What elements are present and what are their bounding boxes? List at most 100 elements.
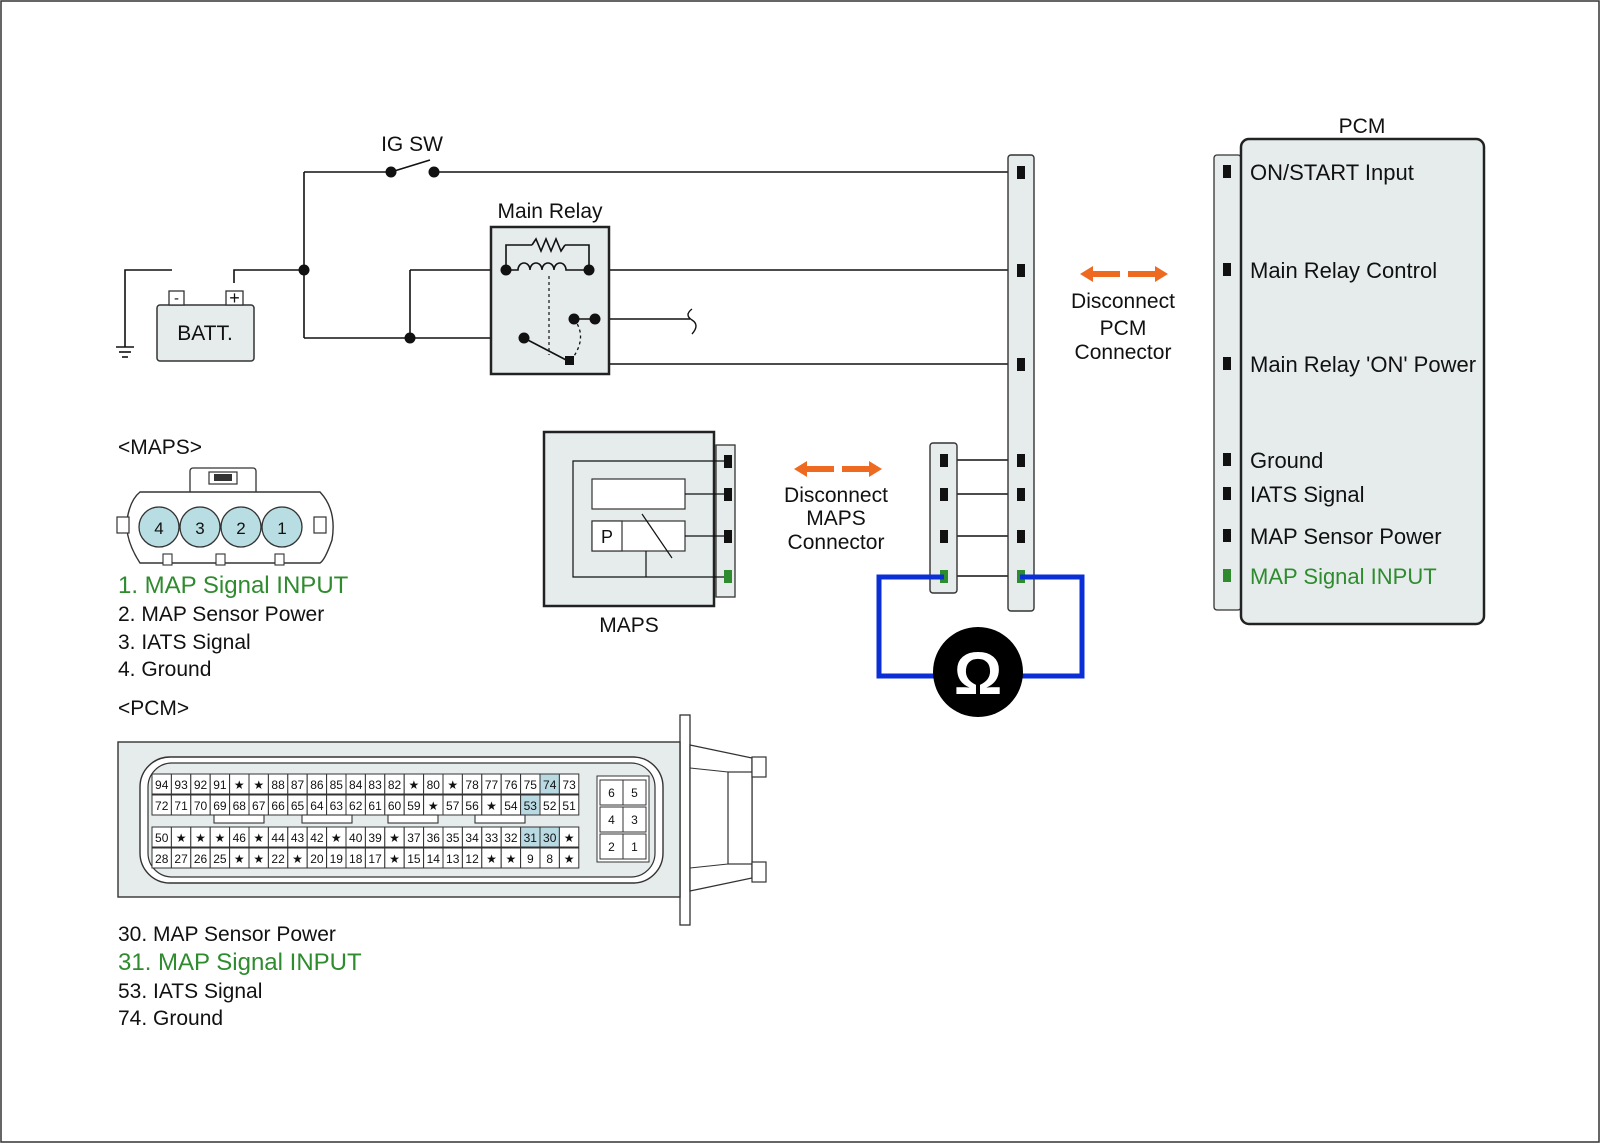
pcm-terminal-number: ★ (389, 831, 400, 845)
battery-plus: + (229, 288, 240, 308)
pcm-terminal-number: ★ (564, 852, 575, 866)
pcm-terminal-number: ★ (253, 778, 264, 792)
pcm-terminal-number: 43 (291, 831, 305, 845)
pcm-terminal-number: ★ (409, 778, 420, 792)
pcm-terminal-number: 46 (233, 831, 247, 845)
pcm-terminal-number: 93 (174, 778, 188, 792)
pcm-terminal-number: 18 (349, 852, 363, 866)
pcm-terminal-cell (558, 794, 580, 816)
maps-pin (261, 506, 303, 548)
pcm-terminal-number: 85 (330, 778, 344, 792)
pcm-terminal-number: 72 (155, 799, 169, 813)
maps-pin-description: 3. IATS Signal (118, 631, 251, 654)
pcm-terminal-number: 27 (174, 852, 188, 866)
pcm-aux-cell (622, 833, 647, 860)
pcm-terminal-number: ★ (234, 852, 245, 866)
pcm-terminal-number: 12 (465, 852, 479, 866)
pcm-terminal-cell (558, 773, 580, 795)
pcm-terminal-number: 77 (485, 778, 499, 792)
maps-connector-title: <MAPS> (118, 436, 202, 459)
pcm-terminal-number: 42 (310, 831, 324, 845)
pcm-terminal-number: ★ (195, 831, 206, 845)
ohmmeter: Ω (876, 574, 1085, 717)
svg-text:Connector: Connector (1075, 341, 1172, 364)
pcm-terminal-number: 76 (504, 778, 518, 792)
junction-dots (298, 166, 440, 344)
pcm-pin-label: Main Relay 'ON' Power (1250, 352, 1476, 377)
pcm-terminal-number: 8 (546, 852, 553, 866)
pcm-terminal-number: 67 (252, 799, 266, 813)
pcm-terminal-number: 70 (194, 799, 208, 813)
pcm-aux-number: 3 (631, 813, 638, 827)
pcm-terminal-cell (558, 826, 580, 848)
pcm-terminal-number: 40 (349, 831, 363, 845)
battery: - + BATT. (156, 288, 255, 362)
pcm-terminal-cell (558, 847, 580, 869)
pcm-terminal-number: 14 (427, 852, 441, 866)
maps-harness-connector (929, 442, 958, 594)
main-relay-label: Main Relay (497, 200, 603, 223)
pcm-terminal-number: 91 (213, 778, 227, 792)
pcm-terminal-number: 19 (330, 852, 344, 866)
ig-switch-label: IG SW (381, 133, 443, 156)
pcm-terminal-number: 69 (213, 799, 227, 813)
pcm-terminal-number: 68 (233, 799, 247, 813)
pcm-terminal-number: ★ (234, 778, 245, 792)
pcm-pin-terminal (1223, 453, 1231, 466)
battery-label: BATT. (177, 322, 233, 345)
pcm-terminal-number: 57 (446, 799, 460, 813)
maps-pin-number: 4 (154, 519, 163, 538)
pcm-pin-terminal (1223, 357, 1231, 370)
pcm-terminal-number: 56 (465, 799, 479, 813)
pcm-terminal-number: 53 (524, 799, 538, 813)
pcm-terminal-number: 13 (446, 852, 460, 866)
svg-text:MAPS: MAPS (806, 507, 866, 530)
main-relay: Main Relay (489, 200, 611, 376)
pcm-terminal-number: 83 (368, 778, 382, 792)
meter-lead-right (1020, 574, 1085, 679)
pcm-pin-label: Ground (1250, 448, 1323, 473)
pcm-terminal-number: 31 (524, 831, 538, 845)
pcm-pin-description: 53. IATS Signal (118, 980, 262, 1003)
disconnect-pcm-arrow-icon (1080, 266, 1168, 282)
pcm-pin-terminal (1223, 165, 1231, 178)
pcm-terminal-number: 52 (543, 799, 557, 813)
maps-pin-description: 2. MAP Sensor Power (118, 603, 324, 626)
pcm-terminal-number: 86 (310, 778, 324, 792)
pcm-terminal-number: 59 (407, 799, 421, 813)
pcm-label: PCM (1339, 115, 1386, 138)
pcm-terminal-number: ★ (292, 852, 303, 866)
pcm-aux-number: 2 (608, 840, 615, 854)
pcm-terminal-number: ★ (447, 778, 458, 792)
svg-text:PCM: PCM (1100, 317, 1147, 340)
maps-label: MAPS (599, 614, 659, 637)
pcm-terminal-number: 92 (194, 778, 208, 792)
wiring (116, 159, 1020, 577)
ohm-symbol: Ω (954, 640, 1002, 707)
pcm-terminal-number: 94 (155, 778, 169, 792)
disconnect-maps-label: Disconnect MAPS Connector (784, 484, 888, 554)
svg-text:Disconnect: Disconnect (1071, 290, 1175, 313)
pcm-pin-label: ON/START Input (1250, 160, 1414, 185)
pcm-aux-number: 4 (608, 813, 615, 827)
maps-pin-number: 3 (195, 519, 204, 538)
pcm-terminal-number: 62 (349, 799, 363, 813)
pcm-terminal-number: ★ (486, 799, 497, 813)
pcm-pin-description: 30. MAP Sensor Power (118, 923, 336, 946)
maps-pin (179, 506, 221, 548)
pcm-terminal-number: 25 (213, 852, 227, 866)
pcm-terminal-number: ★ (506, 852, 517, 866)
pcm-pin-description: 31. MAP Signal INPUT (118, 949, 362, 976)
svg-text:Connector: Connector (788, 531, 885, 554)
pcm-terminal-number: 54 (504, 799, 518, 813)
pcm-terminal-number: 51 (562, 799, 576, 813)
meter-lead-left (876, 574, 944, 679)
pcm-terminal-number: 37 (407, 831, 421, 845)
pcm-terminal-number: ★ (176, 831, 187, 845)
maps-pin (220, 506, 262, 548)
pcm-terminal-number: 87 (291, 778, 305, 792)
pcm-aux-number: 6 (608, 786, 615, 800)
pcm-terminal-number: 63 (330, 799, 344, 813)
